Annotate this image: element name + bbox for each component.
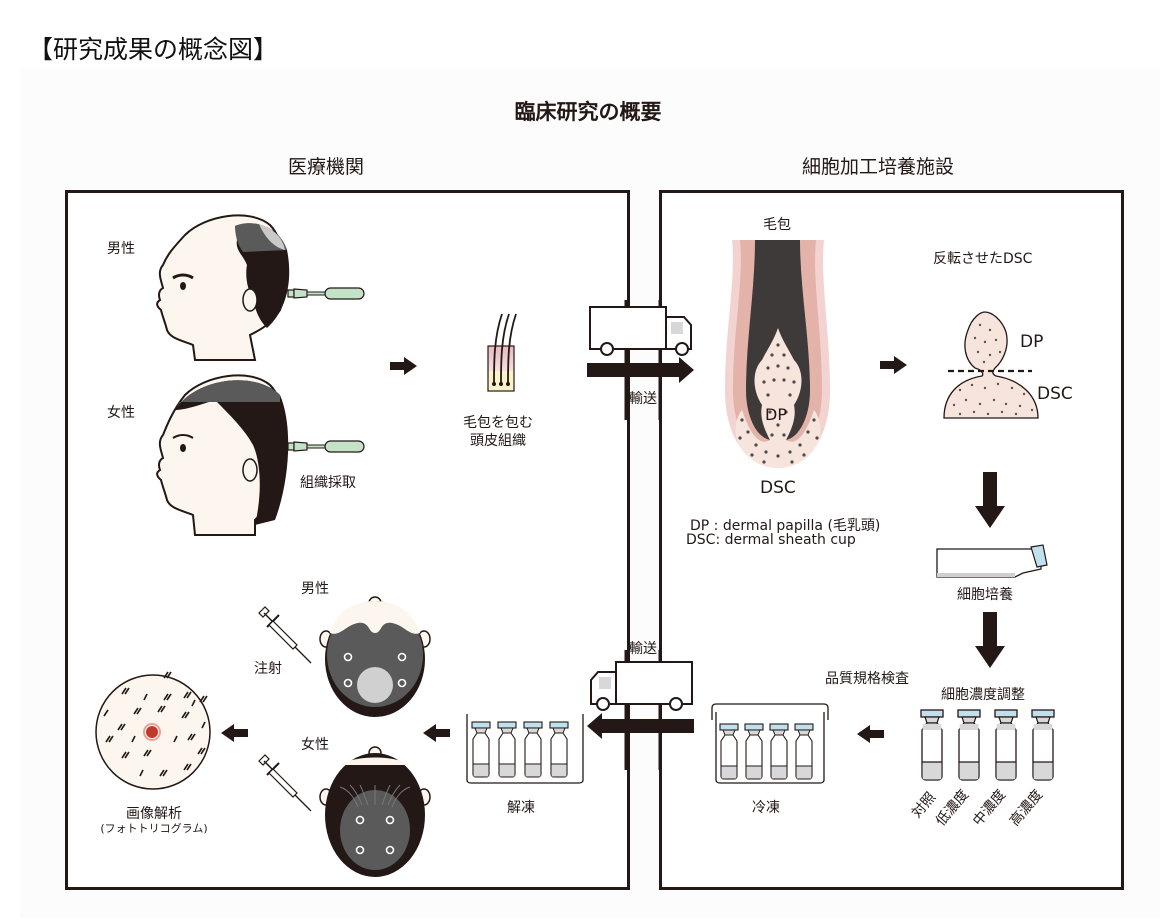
transport-arrow-right-icon (587, 357, 694, 383)
page-title: 【研究成果の概念図】 (28, 35, 279, 64)
image-analysis-label: 画像解析 (126, 806, 182, 822)
tissue-collection-label: 組織採取 (300, 475, 356, 491)
female-profile-head-icon (156, 374, 289, 536)
transport-arrow-left-icon (587, 713, 694, 739)
injection-label: 注射 (254, 661, 282, 677)
arrow-down-icon (975, 612, 1005, 668)
dsc-label: DSC (760, 478, 796, 498)
vial-icon (549, 721, 569, 778)
freezer-rack-icon (711, 703, 829, 784)
scalp-tissue-label-line2: 頭皮組織 (470, 433, 526, 449)
arrow-left-icon (423, 724, 450, 742)
male-label: 男性 (107, 241, 135, 257)
thaw-label: 解凍 (507, 800, 535, 816)
vial-icon (994, 709, 1018, 781)
inverted-dsc-diagram-icon (943, 311, 1039, 419)
punch-tool-icon (287, 287, 365, 300)
vial-labels: 対照 低濃度 中濃度 高濃度 (909, 787, 1063, 832)
female-top-head-icon (319, 746, 431, 877)
punch-tool-icon (287, 440, 365, 453)
diagram-title: 臨床研究の概要 (514, 100, 662, 124)
vial-icon (1031, 709, 1055, 781)
thaw-rack-icon (466, 714, 584, 784)
concentration-adjust-label: 細胞濃度調整 (941, 687, 1025, 703)
cell-culture-label: 細胞培養 (957, 587, 1013, 603)
scalp-tissue-label-line1: 毛包を包む (463, 415, 533, 431)
vial-icon (523, 721, 543, 778)
female-top-label: 女性 (301, 737, 329, 753)
culture-flask-icon (936, 544, 1048, 578)
vial-icon (744, 723, 764, 780)
image-analysis-sublabel: (フォトトリコグラム) (100, 822, 208, 835)
arrow-right-icon (390, 357, 417, 375)
phototrichogram-image-icon (95, 671, 211, 790)
arrow-left-icon (857, 725, 884, 743)
vial-label-low: 低濃度 (932, 786, 973, 830)
syringe-icon (258, 754, 312, 812)
legend-dsc: DSC: dermal sheath cup (686, 532, 856, 548)
arrow-left-icon (221, 724, 248, 742)
arrow-right-icon (880, 356, 907, 374)
transport-label-bottom: 輸送 (629, 641, 657, 657)
cell-dots (738, 343, 819, 464)
female-label: 女性 (107, 405, 135, 421)
right-panel-heading: 細胞加工培養施設 (802, 156, 955, 178)
quality-check-label: 品質規格検査 (825, 671, 909, 687)
inverted-dsc-label: 反転させたDSC (933, 251, 1033, 267)
male-top-head-icon (319, 596, 431, 717)
syringe-icon (258, 606, 312, 664)
dp-label: DP (765, 405, 787, 424)
inverted-dsc-part-label: DSC (1037, 384, 1073, 404)
inverted-dp-label: DP (1020, 332, 1044, 352)
left-panel-heading: 医療機関 (288, 156, 365, 178)
transport-label-top: 輸送 (629, 391, 657, 407)
legend-dp: DP : dermal papilla (毛乳頭) (690, 518, 881, 534)
vial-icon (957, 709, 981, 781)
arrow-down-icon (975, 472, 1005, 528)
delivery-truck-icon (590, 661, 693, 711)
freeze-label: 冷凍 (752, 800, 780, 816)
vial-label-high: 高濃度 (1006, 786, 1047, 830)
hair-follicle-label: 毛包 (763, 217, 791, 233)
male-profile-head-icon (156, 214, 290, 361)
vial-icon (497, 721, 517, 778)
vial-icon (769, 723, 789, 780)
concentration-vials (920, 709, 1055, 781)
vial-icon (794, 723, 814, 780)
male-top-label: 男性 (301, 581, 329, 597)
vial-label-mid: 中濃度 (969, 786, 1010, 830)
scalp-tissue-sample-icon (487, 313, 517, 392)
delivery-truck-icon (589, 306, 692, 356)
hair-follicle-diagram-icon (725, 240, 830, 468)
